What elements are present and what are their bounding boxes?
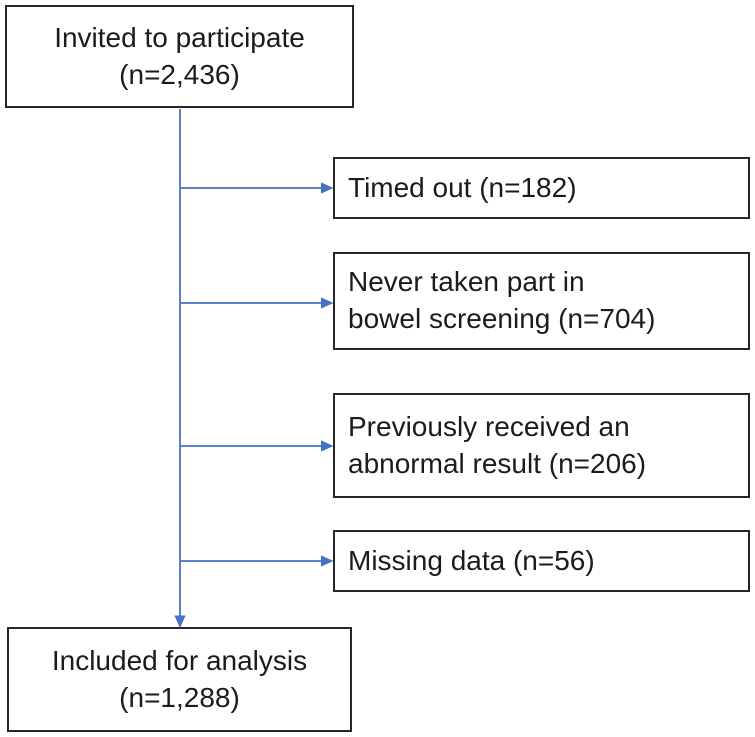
node-label-line: Invited to participate <box>54 21 305 53</box>
down-arrowhead-icon <box>174 615 186 628</box>
node-missing-data: Missing data (n=56) <box>333 530 750 592</box>
node-included-for-analysis: Included for analysis (n=1,288) <box>7 627 352 732</box>
node-abnormal-result: Previously received an abnormal result (… <box>333 393 750 498</box>
right-arrowhead-icon <box>321 555 334 567</box>
node-label-line: Included for analysis <box>51 644 308 676</box>
node-label-line: Previously received an <box>348 410 630 442</box>
right-arrowhead-icon <box>321 440 334 452</box>
node-label-line: bowel screening (n=704) <box>348 303 656 334</box>
node-label-line: Timed out (n=182) <box>348 171 577 203</box>
node-timed-out: Timed out (n=182) <box>333 157 750 219</box>
node-label-line: (n=1,288) <box>119 681 240 713</box>
node-label-line: Missing data (n=56) <box>348 544 595 576</box>
node-label-line: Never taken part in <box>348 266 585 298</box>
node-label-line: abnormal result (n=206) <box>348 447 647 479</box>
right-arrowhead-icon <box>321 297 334 309</box>
right-arrowhead-icon <box>321 182 334 194</box>
node-never-taken-part: Never taken part in bowel screening (n=7… <box>333 252 750 350</box>
node-label-line: (n=2,436) <box>119 58 240 90</box>
node-invited-to-participate: Invited to participate (n=2,436) <box>5 5 354 108</box>
